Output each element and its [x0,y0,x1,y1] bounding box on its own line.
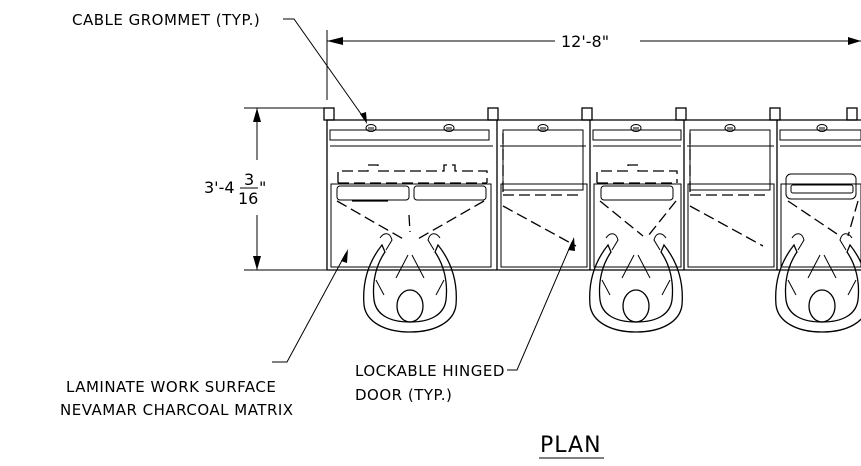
lockable-door-label-line1: LOCKABLE HINGED [355,362,505,380]
view-title: PLAN [539,433,604,459]
cable-grommet-callout: CABLE GROMMET (TYP.) [72,11,367,124]
depth-inch-mark: " [259,178,266,197]
depth-dimension: 3'-4 3 16 " [204,107,327,271]
overall-width-dimension: 12'-8" [326,30,861,100]
overall-width-label: 12'-8" [561,32,609,51]
seated-figure-3 [775,233,861,333]
cable-grommet-label: CABLE GROMMET (TYP.) [72,11,260,29]
plan-title: PLAN [540,433,602,458]
work-surface-label-line1: LAMINATE WORK SURFACE [66,378,276,396]
work-surface-label-line2: NEVAMAR CHARCOAL MATRIX [60,401,294,419]
lockable-door-callout: LOCKABLE HINGED DOOR (TYP.) [355,237,575,404]
depth-frac-denominator: 16 [238,189,258,208]
seated-figure-1 [363,233,457,333]
seated-figure-2 [589,233,683,333]
work-surface-callout: LAMINATE WORK SURFACE NEVAMAR CHARCOAL M… [60,249,348,419]
depth-frac-numerator: 3 [244,170,254,189]
casework [323,107,861,271]
depth-main-label: 3'-4 [204,178,235,197]
lockable-door-label-line2: DOOR (TYP.) [355,386,452,404]
